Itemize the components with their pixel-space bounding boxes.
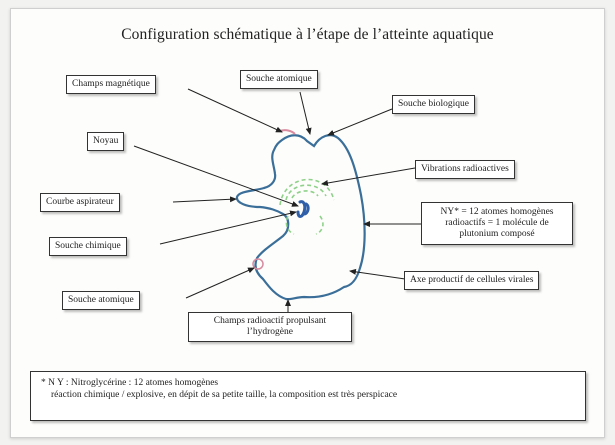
label-ny-definition: NY* = 12 atomes homogènes radioactifs = … [421, 202, 573, 245]
diagram-title: Configuration schématique à l’étape de l… [121, 26, 494, 43]
footnote-box: * N Y : Nitroglycérine : 12 atomes homog… [30, 371, 586, 421]
connector-courbe [172, 196, 237, 203]
connector-souche-chimique [159, 210, 297, 245]
ny-line-2: radioactifs = 1 molécule de [445, 218, 549, 228]
champs-radio-line-2: l’hydrogène [247, 327, 293, 337]
connector-axe [349, 268, 413, 281]
souche-atomique-bottom-marker [252, 258, 264, 270]
connector-souche-atomique-top [299, 91, 312, 135]
ny-line-3: plutonium composé [459, 229, 535, 239]
label-vibrations-radioactives: Vibrations radioactives [415, 160, 515, 179]
connector-souche-atomique-bottom [185, 267, 255, 299]
souche-atomique-top-marker [279, 129, 296, 135]
footnote-line-2: réaction chimique / explosive, en dépit … [51, 390, 398, 400]
footnote-line-1: * N Y : Nitroglycérine : 12 atomes homog… [41, 378, 219, 388]
label-souche-chimique: Souche chimique [49, 237, 127, 256]
label-souche-atomique-bottom: Souche atomique [62, 291, 140, 310]
noyau-shape [296, 200, 310, 218]
connector-noyau [133, 145, 299, 207]
label-champs-radioactif: Champs radioactif propulsant l’hydrogène [188, 312, 352, 342]
label-champs-magnetique: Champs magnétique [66, 75, 156, 94]
vibration-arcs [279, 178, 335, 235]
champs-radio-line-1: Champs radioactif propulsant [213, 316, 327, 326]
label-axe-productif: Axe productif de cellules virales [404, 271, 540, 290]
connector-champs-magnetique [187, 88, 283, 133]
label-souche-biologique: Souche biologique [392, 95, 475, 114]
cell-outline [235, 134, 366, 301]
ny-line-1: NY* = 12 atomes homogènes [440, 207, 554, 217]
label-courbe-aspirateur: Courbe aspirateur [40, 193, 120, 212]
label-souche-atomique-top: Souche atomique [240, 70, 318, 89]
connector-vibrations [321, 167, 416, 186]
connector-souche-biologique [327, 108, 393, 136]
label-noyau: Noyau [87, 132, 125, 151]
